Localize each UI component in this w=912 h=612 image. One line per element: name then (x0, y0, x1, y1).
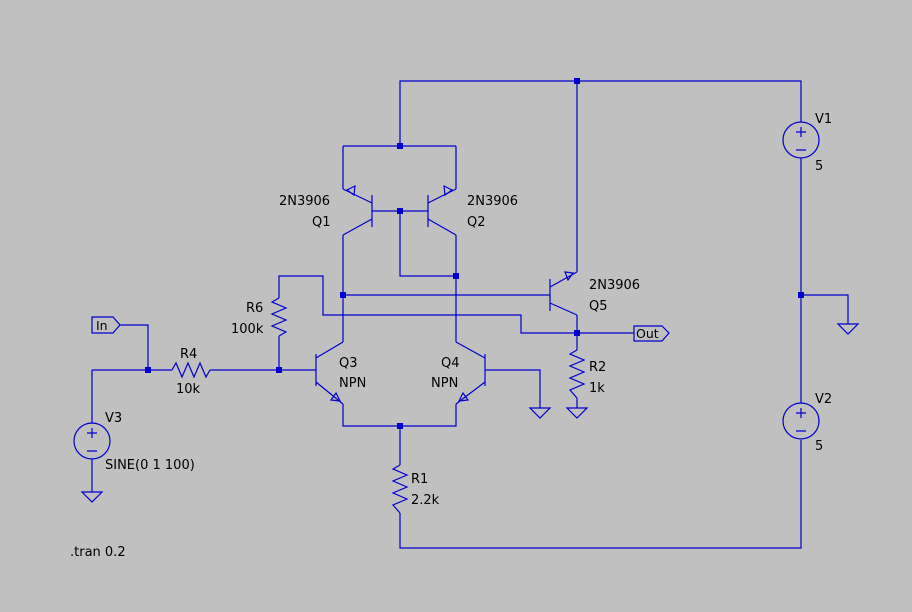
q4-ref-label: Q4 (441, 356, 460, 371)
q1-model-label: 2N3906 (279, 194, 330, 209)
junction-dot (340, 292, 346, 298)
v3-value-label: SINE(0 1 100) (105, 458, 195, 473)
transistor-q3[interactable] (315, 341, 344, 405)
net-flag-in-label: In (96, 318, 108, 333)
v3-ref-label: V3 (105, 411, 122, 426)
transistor-q1[interactable] (342, 184, 400, 236)
junction-dot (276, 367, 282, 373)
r4-value-label: 10k (176, 382, 201, 397)
wires (91, 80, 849, 549)
ground-icon (565, 407, 589, 419)
q1-ref-label: Q1 (312, 215, 331, 230)
net-flag-out-label: Out (636, 326, 659, 341)
wire-q5-collector (576, 315, 634, 350)
component-labels: 2N3906 Q1 2N3906 Q2 2N3906 Q5 Q3 NPN Q4 … (70, 112, 832, 560)
voltage-source-v2[interactable] (782, 402, 820, 440)
net-flag-in[interactable]: In (91, 316, 121, 334)
tran-directive[interactable]: .tran 0.2 (70, 545, 126, 560)
q2-model-label: 2N3906 (467, 194, 518, 209)
q3-model-label: NPN (339, 376, 366, 391)
wire-pmos-emitter-bar (342, 145, 457, 189)
resistor-r2[interactable] (568, 349, 586, 399)
wire-input (91, 324, 316, 423)
r2-ref-label: R2 (589, 360, 606, 375)
v2-ref-label: V2 (815, 392, 832, 407)
junction-dot (798, 292, 804, 298)
junction-dot (453, 273, 459, 279)
q2-ref-label: Q2 (467, 215, 486, 230)
r2-value-label: 1k (589, 381, 605, 396)
q4-model-label: NPN (431, 376, 458, 391)
junction-dot (397, 423, 403, 429)
q5-ref-label: Q5 (589, 299, 608, 314)
v1-ref-label: V1 (815, 112, 832, 127)
wire-supply-mid (800, 158, 849, 403)
wire-feedback (278, 275, 577, 334)
ground-icon (836, 323, 860, 335)
junction-dot (574, 330, 580, 336)
transistor-q5[interactable] (549, 271, 578, 316)
v1-value-label: 5 (815, 159, 823, 174)
r6-value-label: 100k (231, 322, 264, 337)
q5-model-label: 2N3906 (589, 278, 640, 293)
junction-dot (397, 143, 403, 149)
resistor-r4[interactable] (171, 361, 211, 379)
r1-ref-label: R1 (411, 472, 428, 487)
r4-ref-label: R4 (180, 347, 197, 362)
voltage-source-v3[interactable] (73, 422, 111, 460)
net-flag-out[interactable]: Out (633, 325, 670, 342)
q3-ref-label: Q3 (339, 356, 358, 371)
r1-value-label: 2.2k (411, 493, 440, 508)
transistor-q2[interactable] (400, 184, 457, 236)
transistor-q4[interactable] (455, 341, 486, 405)
ground-icon (80, 491, 104, 503)
junctions (145, 78, 804, 429)
v2-value-label: 5 (815, 439, 823, 454)
ground-icon (528, 407, 552, 419)
resistor-r6[interactable] (270, 297, 288, 337)
junction-dot (574, 78, 580, 84)
wire-tail (342, 404, 457, 465)
voltage-source-v1[interactable] (782, 121, 820, 159)
r6-ref-label: R6 (246, 301, 263, 316)
wire-mirror-base (399, 211, 456, 277)
wire-q4-base-gnd (485, 369, 541, 408)
junction-dot (145, 367, 151, 373)
wire-top-rail (399, 80, 802, 146)
resistor-r1[interactable] (391, 464, 409, 514)
wire-r1-bottom (399, 440, 802, 549)
